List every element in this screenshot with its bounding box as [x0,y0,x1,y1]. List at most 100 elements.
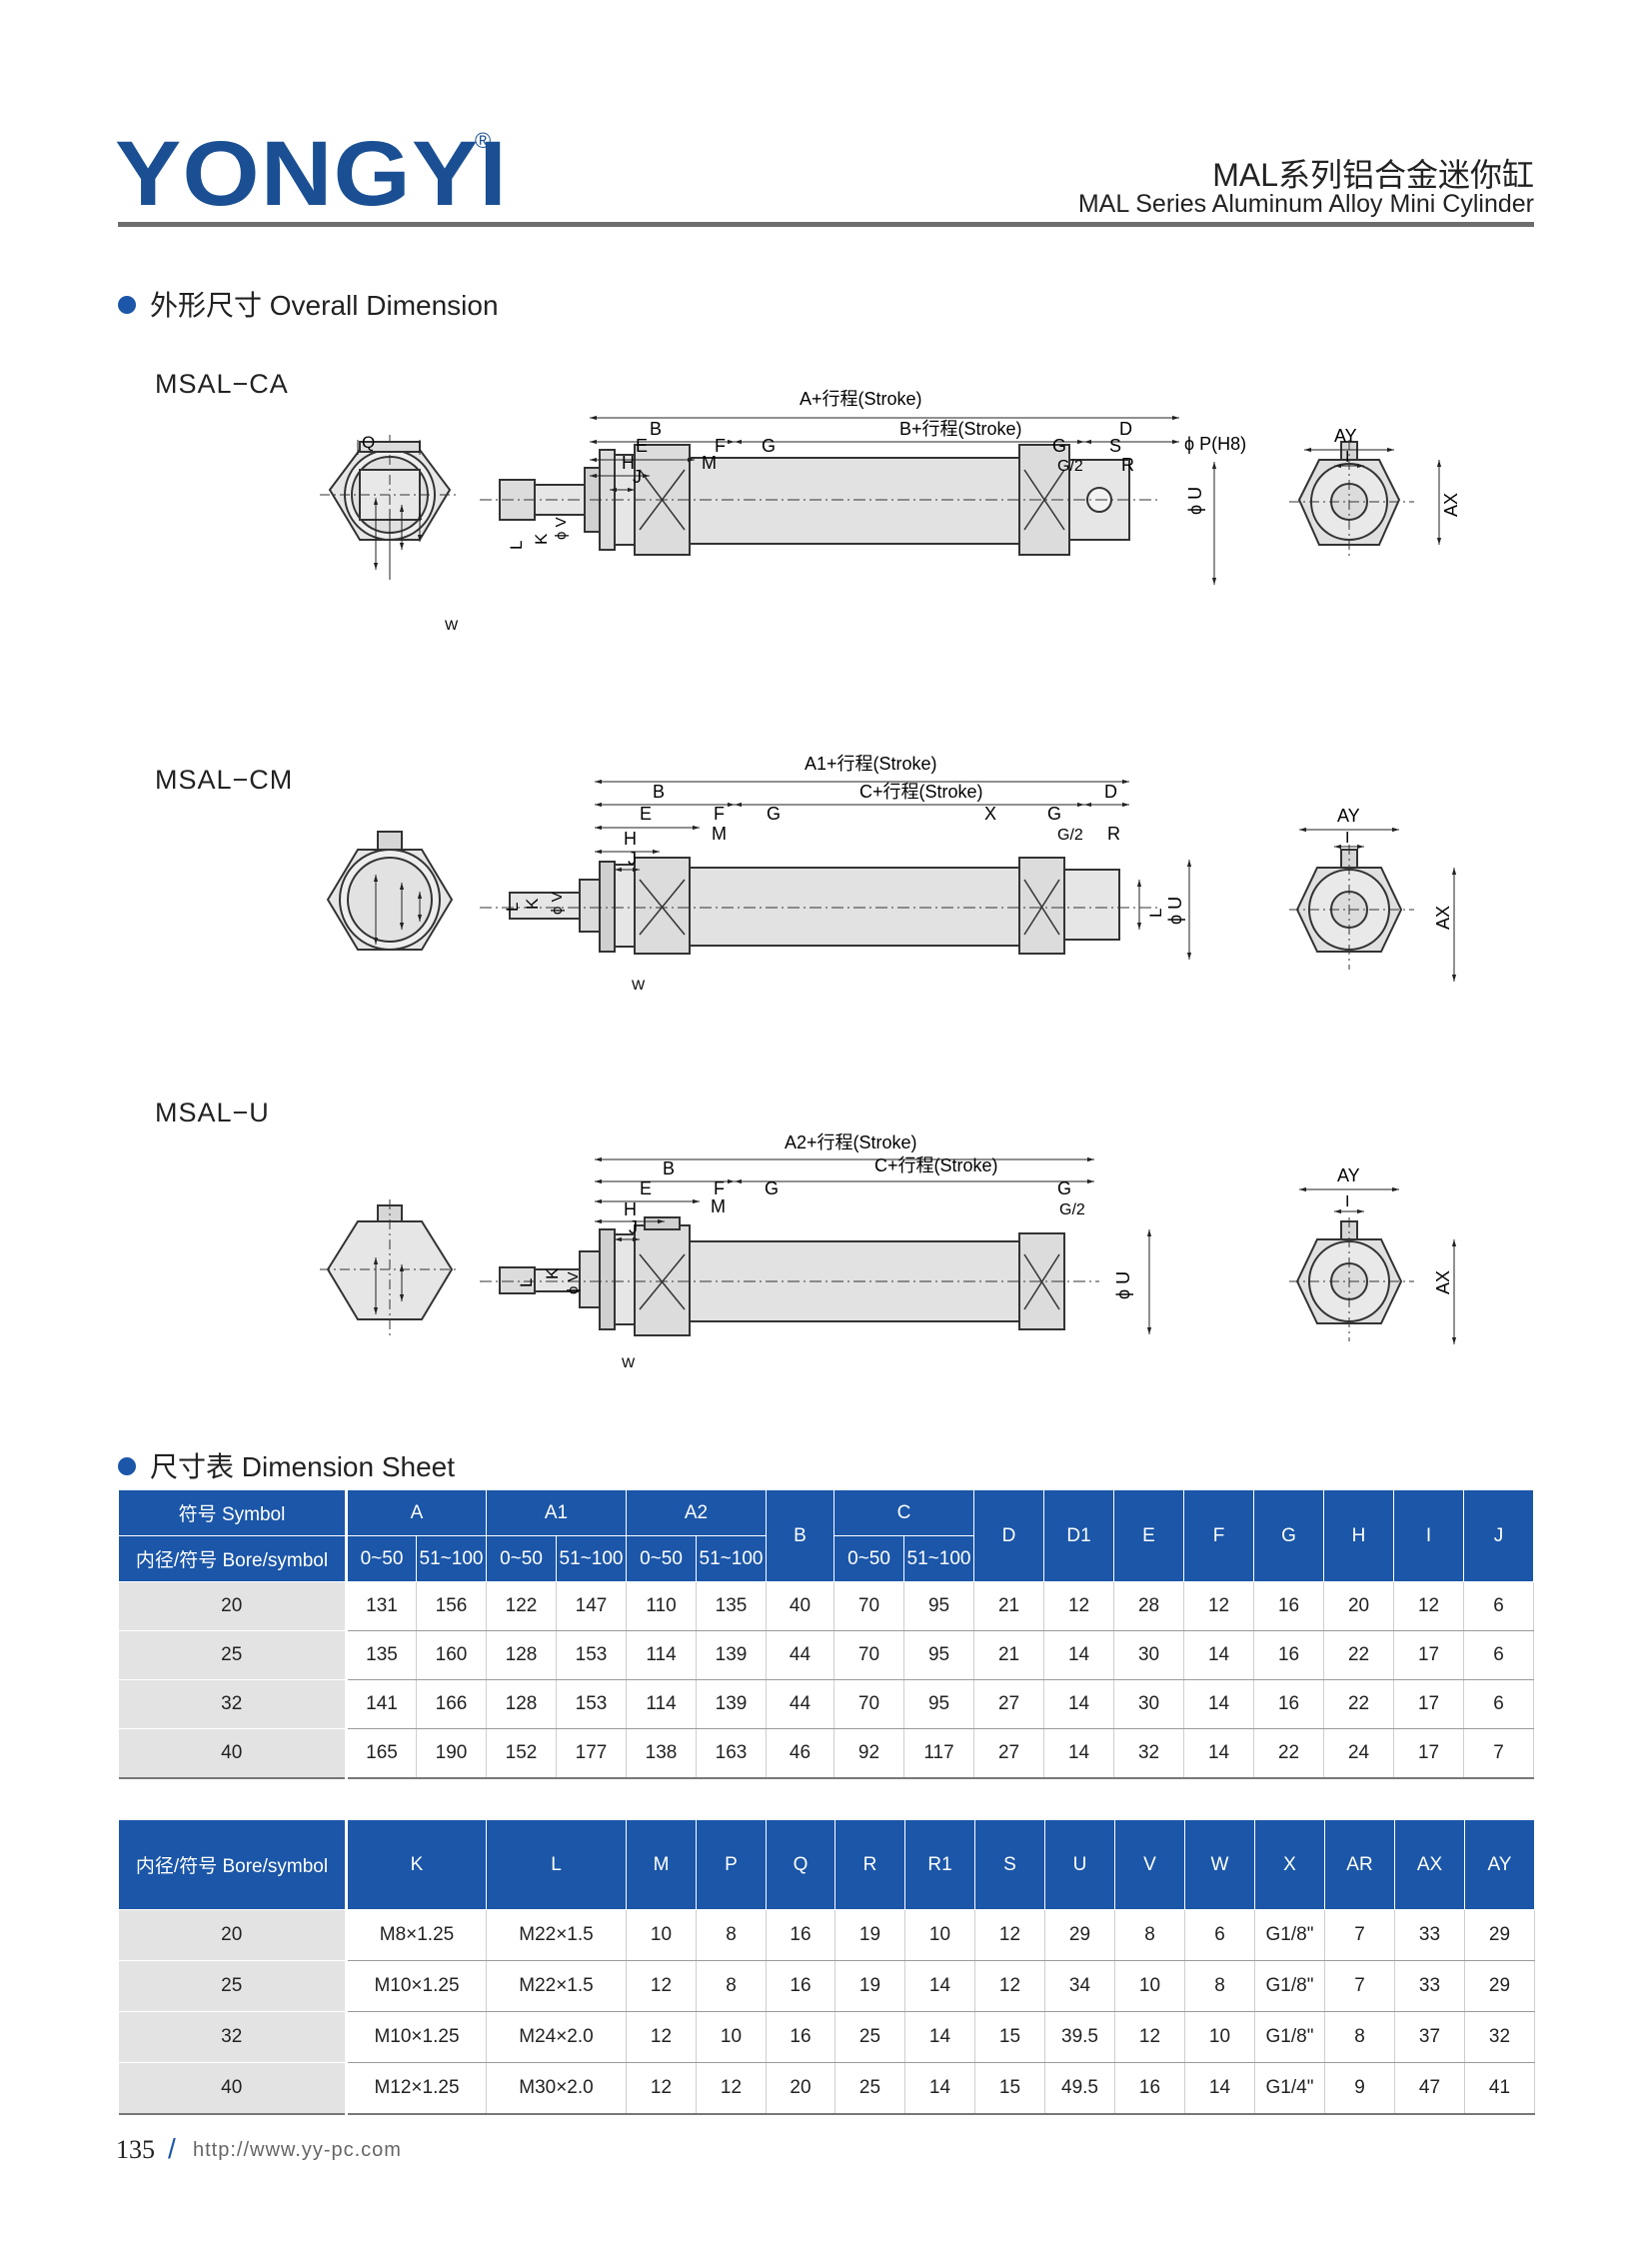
table-cell: 12 [1114,2011,1185,2063]
table-cell: 135 [696,1581,767,1631]
bore-cell: 32 [118,1679,348,1729]
dim-v: ϕ V [553,517,570,540]
dim-d: D [1119,419,1132,439]
bullet-icon [118,1456,136,1475]
table-cell: 16 [1253,1679,1325,1729]
table-cell: 16 [1253,1581,1325,1631]
col-ar: AR [1324,1819,1395,1910]
sub-a-51-100: 51~100 [416,1535,487,1582]
col-a2: A2 [626,1489,767,1536]
dim-c-stroke: C+行程(Stroke) [859,782,983,802]
table-cell: 14 [1184,2062,1255,2115]
sub-c-51-100: 51~100 [902,1535,975,1582]
table-cell: 10 [1114,1960,1185,2012]
table-cell: 19 [834,1960,905,2012]
table-cell: 34 [1044,1960,1115,2012]
col-d1: D1 [1043,1489,1115,1582]
dim-w: W [632,977,646,993]
table-cell: 14 [1183,1630,1255,1680]
page-title-en: MAL Series Aluminum Alloy Mini Cylinder [1077,190,1534,218]
sub-a2-0-50: 0~50 [626,1535,697,1582]
table-cell: 8 [696,1909,767,1961]
dim-j: J [633,467,642,487]
table-cell: 12 [974,1960,1045,2012]
table-cell: G1/8" [1254,1960,1325,2012]
table-cell: 12 [626,1960,697,2012]
dim-j: J [628,849,637,869]
table-cell: 163 [696,1728,767,1779]
drawing-msal-cm: A1+行程(Stroke) B C+行程(Stroke) D E F G X G… [326,754,1457,993]
table-cell: 30 [1113,1630,1185,1680]
table-cell: 12 [696,2062,767,2115]
table-cell: 49.5 [1044,2062,1115,2115]
table-cell: 6 [1463,1630,1535,1680]
dim-b-stroke: B+行程(Stroke) [899,419,1022,439]
sub-a1-0-50: 0~50 [486,1535,557,1582]
table-cell: 70 [833,1630,904,1680]
dim-u: ϕ U [1113,1271,1133,1299]
dim-l: L [517,1278,536,1287]
dim-j: J [629,1217,638,1237]
table-cell: 147 [556,1581,627,1631]
sub-a2-51-100: 51~100 [696,1535,767,1582]
table-cell: G1/4" [1254,2062,1325,2115]
page-number: 135 [116,2135,155,2164]
col-a1: A1 [486,1489,627,1536]
table-cell: 6 [1463,1581,1535,1631]
dim-p: ϕ P(H8) [1184,434,1246,454]
cylinder-body [480,1216,1099,1336]
dim-i: I [1345,830,1349,847]
table-cell: 21 [973,1630,1045,1680]
table-cell: 29 [1464,1909,1535,1961]
dim-l: L [507,541,526,550]
dim-b: B [663,1158,675,1178]
col-u: U [1044,1819,1115,1910]
table-cell: 10 [626,1909,697,1961]
table-cell: 16 [766,1960,835,2012]
end-view-right [1289,1217,1414,1341]
col-m: M [626,1819,697,1910]
col-x: X [1254,1819,1325,1910]
table-cell: 12 [974,1909,1045,1961]
cylinder-body [480,857,1159,955]
table-cell: 110 [626,1581,697,1631]
table-cell: 29 [1464,1960,1535,2012]
table-cell: 22 [1323,1679,1395,1729]
variant-label-cm: MSAL−CM [155,765,294,795]
dim-f: F [715,436,726,456]
table-cell: 15 [974,2062,1045,2115]
bore-cell: 40 [118,2062,348,2115]
table-cell: 41 [1464,2062,1535,2115]
table-cell: 6 [1184,1909,1255,1961]
table-cell: 16 [1253,1630,1325,1680]
dim-k: K [532,533,551,545]
dim-ax: AX [1433,1270,1453,1294]
table-cell: 10 [696,2011,767,2063]
table-cell: 14 [1183,1728,1255,1779]
end-view-right [1289,845,1414,970]
table-cell: 37 [1394,2011,1465,2063]
table-cell: 24 [1323,1728,1395,1779]
end-view-left [320,1199,460,1339]
dim-u: ϕ U [1165,897,1185,925]
table-cell: 10 [904,1909,975,1961]
table-cell: 40 [766,1581,834,1631]
table-cell: 7 [1324,1960,1395,2012]
sub-a1-51-100: 51~100 [556,1535,627,1582]
table-cell: 152 [486,1728,557,1779]
table-cell: G1/8" [1254,1909,1325,1961]
table-cell: 10 [1184,2011,1255,2063]
section-title-text: 外形尺寸 Overall Dimension [150,290,499,321]
table-cell: 16 [766,2011,835,2063]
table-cell: 138 [626,1728,697,1779]
bore-cell: 20 [118,1581,348,1631]
footer-url: http://www.yy-pc.com [193,2139,402,2161]
sub-a-0-50: 0~50 [346,1535,417,1582]
table-cell: 32 [1464,2011,1535,2063]
dim-g-half: G/2 [1059,1201,1085,1218]
table-cell: 12 [626,2062,697,2115]
table-cell: 25 [834,2062,905,2115]
